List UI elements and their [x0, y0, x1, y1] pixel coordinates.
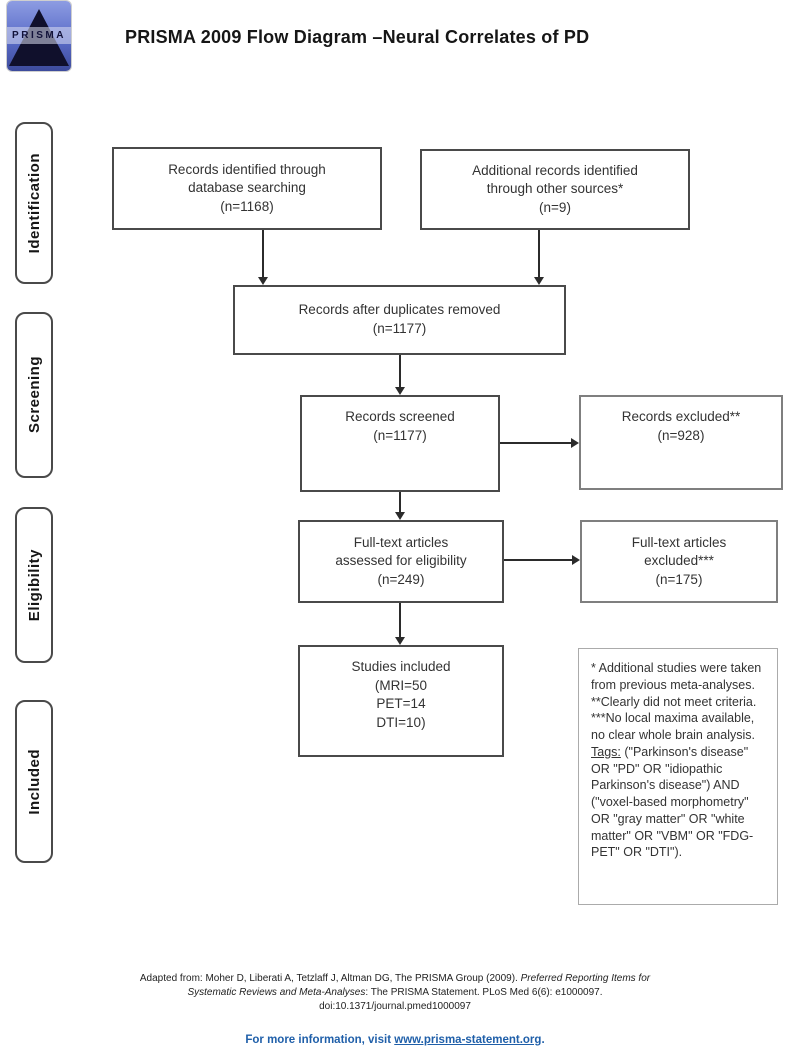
footnotes-box: * Additional studies were taken from pre… — [578, 648, 778, 905]
box-additional-records: Additional records identified through ot… — [420, 149, 690, 230]
citation-line-2: Systematic Reviews and Meta-Analyses: Th… — [0, 986, 790, 1000]
citation-line-3: doi:10.1371/journal.pmed1000097 — [319, 1001, 471, 1013]
box-records-screened: Records screened (n=1177) — [300, 395, 500, 492]
box-line: Records excluded** — [621, 409, 741, 424]
box-line: assessed for eligibility — [335, 553, 467, 569]
box-line: Full-text articles — [631, 534, 727, 550]
box-line: Records identified through — [168, 161, 326, 177]
box-line: Records screened — [345, 409, 455, 424]
box-line: Full-text articles — [353, 534, 449, 550]
box-line: (n=1168) — [220, 198, 274, 214]
box-line: Additional records identified — [472, 162, 638, 178]
box-line: PET=14 — [376, 696, 426, 712]
prisma-logo-label: PRISMA — [7, 27, 71, 44]
box-line: (n=9) — [539, 199, 571, 215]
footnote-asterisk: * Additional studies were taken from pre… — [591, 661, 762, 692]
footer-text: For more information, visit — [245, 1034, 395, 1046]
stage-label-eligibility: Eligibility — [15, 507, 53, 663]
arrow-duplicates-to-screened — [394, 355, 406, 395]
box-line: (n=175) — [655, 571, 703, 587]
footnote-tags: Tags: ("Parkinson's disease" OR "PD" OR … — [591, 744, 769, 861]
box-line: excluded*** — [644, 553, 714, 569]
footnote-double-asterisk: **Clearly did not meet criteria. — [591, 694, 757, 709]
arrow-identified-to-duplicates — [257, 230, 269, 285]
arrow-fulltext-to-excluded — [504, 554, 580, 566]
box-records-excluded: Records excluded** (n=928) — [579, 395, 783, 490]
prisma-logo: PRISMA — [7, 1, 71, 71]
box-fulltext-excluded: Full-text articles excluded*** (n=175) — [580, 520, 778, 603]
footnote-triple-asterisk: ***No local maxima available, no clear w… — [591, 711, 755, 742]
tags-text: ("Parkinson's disease" OR "PD" OR "idiop… — [591, 744, 754, 860]
box-duplicates-removed: Records after duplicates removed (n=1177… — [233, 285, 566, 355]
box-studies-included: Studies included (MRI=50 PET=14 DTI=10) — [298, 645, 504, 757]
box-line: DTI=10) — [376, 714, 426, 730]
arrow-additional-to-duplicates — [533, 230, 545, 285]
arrow-screened-to-excluded — [500, 437, 579, 449]
prisma-statement-link[interactable]: www.prisma-statement.org — [394, 1034, 542, 1046]
stage-label-included: Included — [15, 700, 53, 863]
arrow-screened-to-fulltext — [394, 492, 406, 520]
citation-text: : The PRISMA Statement. PLoS Med 6(6): e… — [365, 987, 603, 999]
box-line: (n=1177) — [372, 321, 427, 336]
citation-italic-text: Preferred Reporting Items for — [520, 973, 651, 984]
tags-label: Tags: — [591, 744, 621, 759]
box-line: Studies included — [351, 659, 451, 674]
arrow-fulltext-to-included — [394, 603, 406, 645]
page-title: PRISMA 2009 Flow Diagram –Neural Correla… — [125, 27, 590, 47]
citation-line-1: Adapted from: Moher D, Liberati A, Tetzl… — [0, 972, 790, 986]
stage-label-screening: Screening — [15, 312, 53, 478]
stage-label-text: Screening — [25, 356, 43, 434]
box-line: (n=928) — [657, 427, 705, 443]
stage-label-text: Identification — [25, 152, 43, 254]
box-line: (n=249) — [377, 571, 425, 587]
box-records-identified: Records identified through database sear… — [112, 147, 382, 230]
stage-label-identification: Identification — [15, 122, 53, 284]
box-line: Records after duplicates removed — [298, 302, 501, 318]
footer-info: For more information, visit www.prisma-s… — [0, 1034, 790, 1046]
citation-text: Adapted from: Moher D, Liberati A, Tetzl… — [139, 973, 521, 984]
box-line: (MRI=50 — [374, 677, 428, 693]
stage-label-text: Included — [25, 748, 43, 815]
box-line: database searching — [188, 180, 306, 196]
footer-suffix: . — [541, 1034, 545, 1046]
stage-label-text: Eligibility — [25, 548, 43, 622]
box-fulltext-assessed: Full-text articles assessed for eligibil… — [298, 520, 504, 603]
box-line: (n=1177) — [373, 427, 427, 443]
citation-italic-text: Systematic Reviews and Meta-Analyses — [187, 987, 366, 999]
citation: Adapted from: Moher D, Liberati A, Tetzl… — [0, 972, 790, 1015]
box-line: through other sources* — [486, 181, 624, 197]
